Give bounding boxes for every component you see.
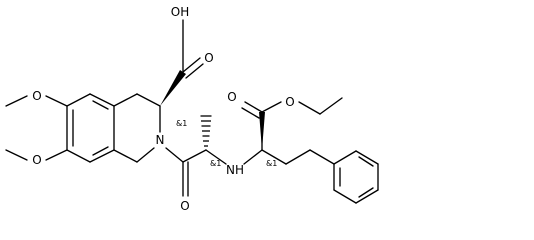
stereo-label-ring: &1	[176, 119, 187, 128]
bond-ph-3	[355, 189, 379, 204]
bond-ch3-o-top	[5, 95, 28, 107]
bond-ester-c-o-double-a	[244, 101, 263, 113]
bond-ring-c4-c3	[136, 93, 161, 107]
bond-ethyl	[319, 97, 343, 115]
stereo-bond-layer	[160, 70, 265, 150]
hashed-bond-alanine-methyl	[200, 115, 212, 147]
stereo-label-alanine: &1	[210, 159, 221, 168]
atom-label-n-ring: N	[156, 133, 165, 147]
bond-nh-c-alpha2	[243, 149, 263, 165]
bond-ring-n-c1	[136, 147, 155, 163]
atom-label-o-methoxy-bottom: O	[32, 153, 41, 167]
bond-ch3-o-bottom	[5, 149, 28, 161]
bond-alpha2-ch2	[261, 149, 287, 165]
bond-ring-c1-c8a	[113, 149, 138, 163]
bond-ph-5	[355, 150, 379, 165]
bond-ring-c4a-c4	[113, 93, 138, 107]
atom-label-nh: NH	[226, 163, 244, 177]
bond-ph-2	[333, 189, 357, 204]
bond-layer	[5, 19, 379, 204]
bond-aryl-2	[89, 93, 115, 107]
bond-aryl-1	[66, 93, 91, 107]
bond-n-amide-c	[165, 147, 184, 163]
atom-label-oh: OH	[171, 5, 189, 19]
bond-o-aryl-top	[45, 95, 68, 107]
atom-label-o-ester-ether: O	[285, 95, 294, 109]
bond-ph-6	[333, 150, 357, 165]
wedge-bond-homophe-ester	[259, 112, 265, 150]
stereo-label-homophe: &1	[266, 159, 277, 168]
bond-o-aryl-bottom	[45, 149, 68, 161]
bond-ph-inner-3	[358, 187, 374, 198]
bond-aryl-inner-2	[92, 100, 109, 110]
bond-ether-o-ch2	[298, 101, 321, 115]
bond-aryl-5	[66, 149, 91, 163]
wedge-bond-ring-acid	[160, 70, 186, 106]
bond-ester-c-o-double-b	[241, 107, 260, 119]
bond-alpha-nh	[205, 149, 227, 165]
atom-label-o-amide: O	[180, 199, 189, 213]
atom-label-layer: OH O O O N O NH O O &1 &1 &1	[32, 5, 294, 213]
bond-amide-c-alpha	[182, 149, 207, 163]
bond-ch2-phenyl	[309, 149, 335, 165]
bond-ch2-ch2	[285, 149, 311, 165]
atom-label-o-acid: O	[204, 51, 213, 65]
bond-aryl-inner-3	[92, 146, 109, 156]
bond-aryl-4	[89, 149, 115, 163]
atom-label-o-ester-carbonyl: O	[227, 90, 236, 104]
bond-acid-c-o	[182, 57, 201, 73]
bond-acid-c-o-double	[185, 63, 204, 79]
atom-label-o-methoxy-top: O	[32, 89, 41, 103]
bond-ester-c-o-ether	[261, 101, 282, 113]
bond-ph-inner-2	[358, 156, 374, 167]
